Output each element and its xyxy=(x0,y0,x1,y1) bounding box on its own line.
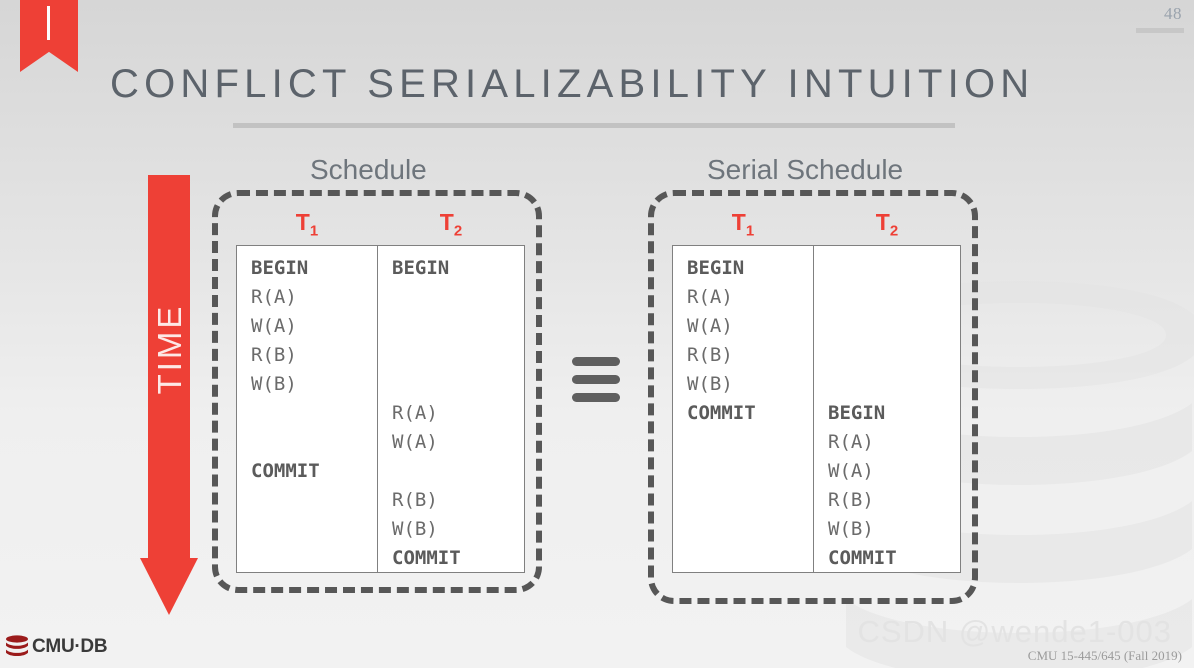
txn-header-t2: T2 xyxy=(439,209,463,240)
csdn-watermark: CSDN @wende1-003 xyxy=(857,614,1172,649)
schedule-op: R(A) xyxy=(828,431,874,453)
schedule-op: BEGIN xyxy=(687,257,745,279)
schedule-op: R(B) xyxy=(687,344,733,366)
schedule-op: W(A) xyxy=(687,315,733,337)
caption-schedule: Schedule xyxy=(310,154,427,185)
schedule-op-blank xyxy=(392,457,524,486)
schedule-op: BEGIN xyxy=(251,257,309,279)
time-arrow-shaft xyxy=(148,175,190,560)
equivalence-symbol-icon xyxy=(572,357,620,402)
schedule-op-blank xyxy=(828,283,960,312)
schedule-op-blank xyxy=(392,370,524,399)
schedule-op: COMMIT xyxy=(828,547,897,569)
schedule-op-blank xyxy=(828,254,960,283)
schedule-op: W(A) xyxy=(828,460,874,482)
txn-header-t2: T2 xyxy=(875,209,899,240)
course-footer: CMU 15-445/645 (Fall 2019) xyxy=(1027,648,1182,663)
schedule-op-blank xyxy=(251,573,377,602)
txn-header-t1: T1 xyxy=(295,209,319,240)
schedule-op: W(B) xyxy=(687,373,733,395)
schedule-op-blank xyxy=(251,544,377,573)
schedule-op: R(A) xyxy=(392,402,438,424)
schedule-op: W(A) xyxy=(251,315,297,337)
schedule-op: W(B) xyxy=(392,518,438,540)
time-arrow: TIME xyxy=(140,175,198,615)
schedule-op-blank xyxy=(251,399,377,428)
schedule-op-blank xyxy=(828,573,960,602)
schedule-op: R(A) xyxy=(251,286,297,308)
cmu-db-logo: CMU·DB xyxy=(4,634,108,660)
schedule-op-blank xyxy=(251,515,377,544)
txn-header-t1: T1 xyxy=(731,209,755,240)
slide-number-rule xyxy=(1136,28,1184,33)
schedule-op-blank xyxy=(392,341,524,370)
ribbon-bookmark xyxy=(20,0,78,72)
page-title: CONFLICT SERIALIZABILITY INTUITION xyxy=(110,62,1035,106)
schedule-op-blank xyxy=(687,544,813,573)
schedule-op: W(B) xyxy=(251,373,297,395)
schedule-op: BEGIN xyxy=(392,257,450,279)
time-arrow-label: TIME xyxy=(151,303,188,395)
schedule-op: R(B) xyxy=(251,344,297,366)
schedule-op-blank xyxy=(251,428,377,457)
schedule-op-blank xyxy=(687,457,813,486)
schedule-panel-border xyxy=(212,190,542,593)
serial-col-t1: BEGIN R(A) W(A) R(B) W(B) COMMIT xyxy=(673,246,815,573)
schedule-op: BEGIN xyxy=(828,402,886,424)
slide-number: 48 xyxy=(1164,4,1182,23)
schedule-op: COMMIT xyxy=(392,547,461,569)
schedule-op-blank xyxy=(828,370,960,399)
database-icon xyxy=(6,635,28,656)
time-arrow-head-icon xyxy=(140,558,198,615)
schedule-op-blank xyxy=(828,341,960,370)
serial-col-t2: BEGIN R(A) W(A) R(B) W(B) COMMIT xyxy=(814,246,960,572)
ribbon-tick xyxy=(47,6,50,40)
schedule-op: R(B) xyxy=(392,489,438,511)
schedule-op-blank xyxy=(687,428,813,457)
schedule-table: BEGIN R(A) W(A) R(B) W(B) COMMIT BEGIN R(A) W… xyxy=(236,245,525,573)
schedule-op: COMMIT xyxy=(687,402,756,424)
logo-text: CMU·DB xyxy=(32,636,108,657)
schedule-op-blank xyxy=(687,515,813,544)
schedule-op: W(B) xyxy=(828,518,874,540)
schedule-op: W(A) xyxy=(392,431,438,453)
schedule-txn-headers: T1 T2 xyxy=(236,209,524,240)
schedule-op-blank xyxy=(392,283,524,312)
schedule-op: COMMIT xyxy=(251,460,320,482)
schedule-op: R(A) xyxy=(687,286,733,308)
schedule-col-t2: BEGIN R(A) W(A) R(B) W(B) COMMIT xyxy=(378,246,524,572)
schedule-op-blank xyxy=(251,486,377,515)
schedule-op-blank xyxy=(687,486,813,515)
title-underline xyxy=(233,123,955,128)
schedule-op-blank xyxy=(392,312,524,341)
schedule-col-t1: BEGIN R(A) W(A) R(B) W(B) COMMIT xyxy=(237,246,379,573)
serial-txn-headers: T1 T2 xyxy=(672,209,960,240)
serial-schedule-table: BEGIN R(A) W(A) R(B) W(B) COMMIT BEGIN R(A) W(A… xyxy=(672,245,961,573)
caption-serial-schedule: Serial Schedule xyxy=(707,154,904,185)
schedule-op: R(B) xyxy=(828,489,874,511)
schedule-op-blank xyxy=(828,312,960,341)
serial-schedule-panel-border xyxy=(648,190,978,604)
schedule-op-blank xyxy=(392,573,524,602)
schedule-op-blank xyxy=(687,573,813,602)
